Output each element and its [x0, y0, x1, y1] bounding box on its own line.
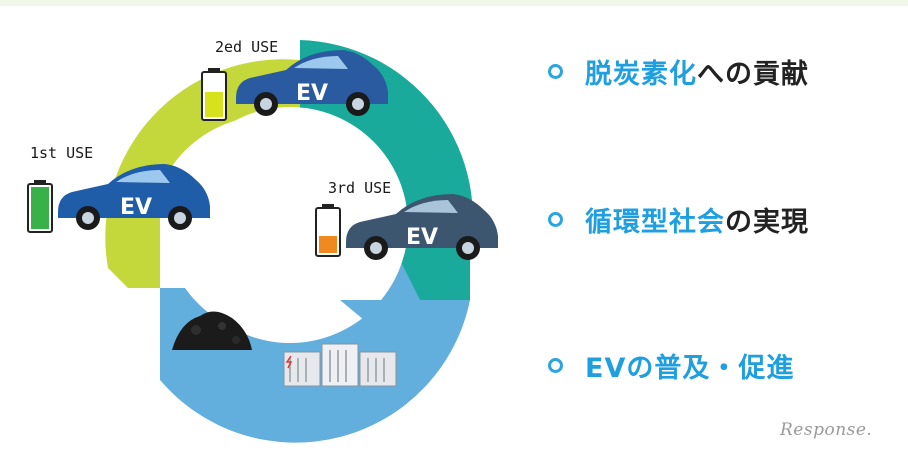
second-use-label: 2ed USE	[215, 38, 278, 56]
bullet-circle-icon	[548, 64, 563, 79]
battery-icon-first	[28, 180, 52, 232]
benefit-text: 循環型社会の実現	[585, 200, 809, 239]
third-use-label: 3rd USE	[328, 179, 391, 197]
ev-label-first: EV	[120, 195, 152, 220]
benefit-item-decarbonization: 脱炭素化への貢献	[548, 52, 809, 91]
benefit-text: 脱炭素化への貢献	[585, 52, 809, 91]
response-watermark: Response.	[780, 420, 872, 440]
ev-battery-cycle-diagram: 2ed USE 1st USE 3rd USE EV EV	[0, 0, 540, 454]
bullet-circle-icon	[548, 358, 563, 373]
battery-icon-third	[316, 204, 340, 256]
bullet-circle-icon	[548, 212, 563, 227]
ev-label-second: EV	[296, 81, 328, 106]
benefit-item-circular-society: 循環型社会の実現	[548, 200, 809, 239]
ev-label-third: EV	[406, 225, 438, 250]
benefits-list: 脱炭素化への貢献 循環型社会の実現 EVの普及・促進	[548, 0, 888, 454]
benefit-text: EVの普及・促進	[585, 346, 794, 385]
battery-icon-second	[202, 68, 226, 120]
first-use-label: 1st USE	[30, 144, 93, 162]
benefit-item-ev-adoption: EVの普及・促進	[548, 346, 794, 385]
